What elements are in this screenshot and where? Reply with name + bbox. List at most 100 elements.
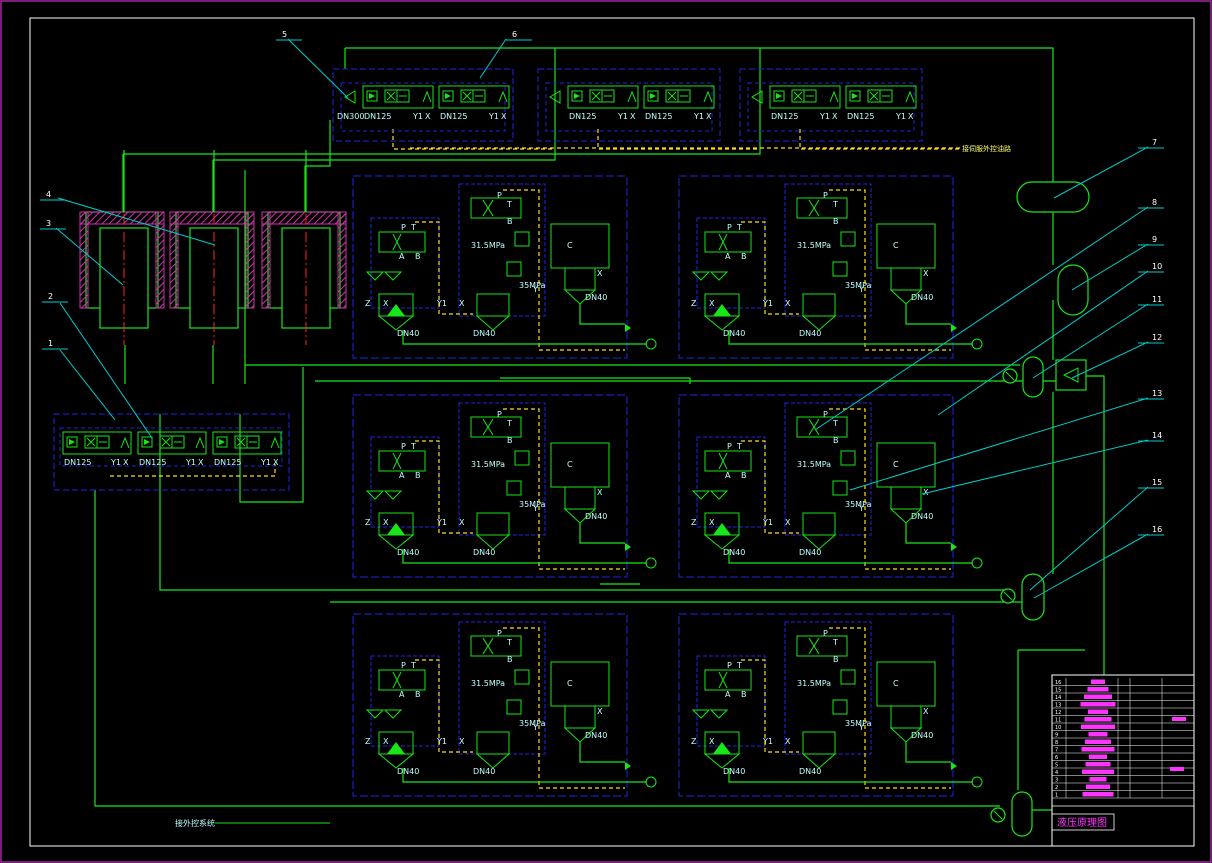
top-valve-a-cross-icon bbox=[591, 91, 601, 101]
title-block-row-number: 12 bbox=[1055, 710, 1061, 716]
unit-pilot-a bbox=[415, 440, 473, 534]
title-block-title-cell bbox=[1051, 813, 1115, 831]
unit-pressure-35: 35MPa bbox=[519, 719, 546, 728]
unit-cartridge-left-icon bbox=[713, 523, 731, 535]
unit-port-c: C bbox=[567, 679, 573, 688]
callout-leader-8 bbox=[814, 206, 1149, 431]
callout-leader-15 bbox=[1029, 486, 1149, 591]
check-valve-icon bbox=[365, 709, 385, 719]
left-valve-c-label: DN125 bbox=[214, 458, 241, 467]
top-group-pilot bbox=[597, 129, 760, 150]
title-block-row-number: 14 bbox=[1055, 695, 1061, 701]
top-valve-b-spring-icon bbox=[498, 90, 508, 103]
tank-arrow-icon bbox=[951, 324, 957, 332]
check-valve-icon bbox=[709, 271, 729, 281]
unit-mid-valve bbox=[470, 416, 522, 438]
unit-relief-upper bbox=[840, 669, 856, 685]
unit-relief-lower bbox=[832, 480, 848, 496]
pump-motor-mark-icon bbox=[993, 810, 1003, 820]
top-valve-a-port-y1: Y1 bbox=[819, 112, 830, 121]
unit-drain-line bbox=[579, 523, 625, 544]
accumulator-16 bbox=[1021, 573, 1045, 621]
callout-number-12: 12 bbox=[1152, 333, 1162, 342]
unit-mid-valve bbox=[796, 197, 848, 219]
unit-pilot-a bbox=[415, 659, 473, 753]
unit-dn40-right: DN40 bbox=[911, 731, 933, 740]
top-valve-b-port-x: X bbox=[501, 112, 507, 121]
title-block-row-number: 5 bbox=[1055, 763, 1058, 769]
unit-dn40-left: DN40 bbox=[397, 329, 419, 338]
unit-right-cover bbox=[876, 442, 936, 488]
callout-number-2: 2 bbox=[48, 292, 53, 301]
tank-arrow-icon bbox=[625, 543, 631, 551]
unit-cartridge-mid bbox=[476, 512, 510, 536]
left-valve-group-frame bbox=[53, 413, 290, 491]
unit-port-p: P bbox=[401, 223, 406, 232]
top-valve-b-port-y1: Y1 bbox=[895, 112, 906, 121]
pipe-segment-6 bbox=[213, 48, 556, 161]
callout-leader-3 bbox=[55, 227, 124, 286]
unit-mid-port-t: T bbox=[832, 638, 838, 647]
left-valve-a-port-y1: Y1 bbox=[110, 458, 121, 467]
unit-port-t: T bbox=[736, 661, 742, 670]
callout-leader-4 bbox=[57, 197, 216, 246]
accumulators bbox=[990, 181, 1090, 837]
unit-port-y1: Y1 bbox=[436, 518, 447, 527]
title-block-row-number: 11 bbox=[1055, 718, 1061, 724]
tank-arrow-icon bbox=[951, 543, 957, 551]
cylinder-hatch-right bbox=[337, 211, 347, 309]
unit-port-z: Z bbox=[691, 737, 697, 746]
unit-tank-line bbox=[728, 768, 973, 783]
left-valve-b-label: DN125 bbox=[139, 458, 166, 467]
unit-port-y1: Y1 bbox=[762, 737, 773, 746]
top-valve-group-frame bbox=[332, 68, 514, 142]
unit-right-cone bbox=[889, 508, 923, 524]
unit-dn40-left: DN40 bbox=[723, 548, 745, 557]
unit-port-t: T bbox=[410, 223, 416, 232]
unit-mid-valve bbox=[470, 197, 522, 219]
unit-port-t: T bbox=[410, 661, 416, 670]
check-valve-icon bbox=[691, 490, 711, 500]
unit-port-x-left: X bbox=[383, 737, 389, 746]
unit-pressure-315: 31.5MPa bbox=[471, 460, 505, 469]
callout-leader-2 bbox=[59, 302, 153, 439]
top-valve-a-spring-icon bbox=[422, 90, 432, 103]
note-bottom-left: 接外控系统 bbox=[175, 818, 215, 828]
left-valve-a-spring-icon bbox=[120, 436, 130, 449]
unit-mid-port-t: T bbox=[506, 419, 512, 428]
title-block-row-name-bar bbox=[1082, 792, 1114, 797]
unit-port-x-left: X bbox=[383, 299, 389, 308]
unit-port-a: A bbox=[399, 471, 405, 480]
unit-port-x-mid: X bbox=[459, 299, 465, 308]
unit-port-x-mid: X bbox=[785, 518, 791, 527]
unit-port-b: B bbox=[741, 690, 747, 699]
left-valve-c-frame bbox=[212, 431, 282, 455]
unit-port-c: C bbox=[893, 241, 899, 250]
cross-icon bbox=[808, 199, 820, 217]
callout-number-9: 9 bbox=[1152, 235, 1157, 244]
pipe-segment-13 bbox=[239, 367, 304, 503]
unit-right-cartridge bbox=[564, 705, 596, 729]
unit-right-cover bbox=[550, 442, 610, 488]
unit-right-cone bbox=[563, 289, 597, 305]
check-valve-icon bbox=[691, 709, 711, 719]
unit-port-p: P bbox=[401, 661, 406, 670]
unit-port-t: T bbox=[736, 223, 742, 232]
top-valve-b-arrow-icon bbox=[650, 93, 656, 99]
unit-port-x-right: X bbox=[923, 488, 929, 497]
unit-dn40-mid: DN40 bbox=[473, 329, 495, 338]
unit-port-p: P bbox=[727, 661, 732, 670]
unit-pressure-315: 31.5MPa bbox=[797, 679, 831, 688]
callout-leader-9 bbox=[1071, 243, 1149, 291]
unit-mid-port-b: B bbox=[833, 655, 839, 664]
unit-cartridge-left-cone bbox=[377, 315, 415, 331]
top-valve-b-arrow-icon bbox=[445, 93, 451, 99]
callout-leader-6 bbox=[479, 38, 507, 79]
callout-leader-7 bbox=[1053, 146, 1149, 199]
unit-mid-port-b: B bbox=[833, 436, 839, 445]
